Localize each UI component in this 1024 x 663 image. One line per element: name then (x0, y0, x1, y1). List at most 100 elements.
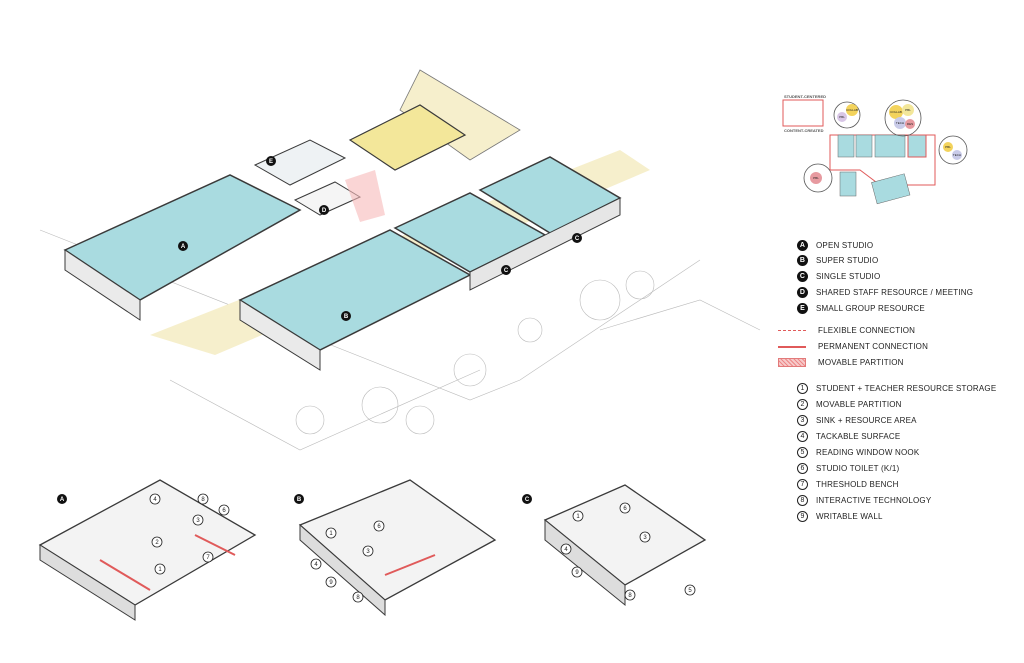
marker-a-badge: A (797, 240, 808, 251)
marker-b-text: B (344, 314, 349, 320)
feature-8-badge: 8 (797, 495, 808, 506)
legend-small-group: E SMALL GROUP RESOURCE (797, 303, 925, 314)
svg-text:5: 5 (688, 588, 692, 594)
svg-text:C: C (525, 497, 530, 503)
marker-a-text: A (181, 244, 186, 250)
legend-feature-3-label: SINK + RESOURCE AREA (816, 416, 917, 425)
svg-text:1: 1 (576, 514, 580, 520)
svg-text:9: 9 (329, 580, 333, 586)
svg-text:2: 2 (155, 540, 159, 546)
flexible-connection-swatch (778, 326, 806, 335)
svg-text:8: 8 (628, 593, 632, 599)
small-group-room (253, 139, 347, 186)
legend-feature-1-label: STUDENT + TEACHER RESOURCE STORAGE (816, 384, 997, 393)
svg-text:7: 7 (206, 555, 210, 561)
marker-c2-text: C (575, 236, 580, 242)
svg-text:PBL: PBL (905, 108, 911, 112)
marker-c-badge: C (797, 271, 808, 282)
svg-text:3: 3 (196, 518, 200, 524)
legend-movable-partition-label: MOVABLE PARTITION (818, 358, 904, 367)
svg-text:PBL: PBL (945, 145, 951, 149)
super-studio-wall (239, 299, 321, 371)
legend-staff-resource: D SHARED STAFF RESOURCE / MEETING (797, 287, 973, 298)
svg-text:RES: RES (907, 122, 913, 126)
legend-super-studio-label: SUPER STUDIO (816, 256, 879, 265)
marker-e-badge: E (797, 303, 808, 314)
marker-e-text: E (269, 159, 273, 165)
open-studio-wall (64, 249, 141, 321)
legend-feature-8: 8 INTERACTIVE TECHNOLOGY (797, 495, 931, 506)
legend-feature-9-label: WRITABLE WALL (816, 512, 883, 521)
svg-text:1: 1 (329, 531, 333, 537)
legend-feature-7-label: THRESHOLD BENCH (816, 480, 899, 489)
legend-single-studio: C SINGLE STUDIO (797, 271, 880, 282)
legend-feature-5: 5 READING WINDOW NOOK (797, 447, 919, 458)
legend-feature-2: 2 MOVABLE PARTITION (797, 399, 902, 410)
svg-text:B: B (297, 497, 302, 503)
concept-key-title-bottom: CONTENT-CREATED (784, 128, 824, 133)
small-view-b: B 1 3 4 6 8 9 (294, 479, 497, 617)
small-view-c: C 1 3 4 5 6 8 9 (522, 484, 707, 607)
feature-5-badge: 5 (797, 447, 808, 458)
feature-2-badge: 2 (797, 399, 808, 410)
legend-feature-2-label: MOVABLE PARTITION (816, 400, 902, 409)
svg-text:TECH: TECH (896, 121, 904, 125)
legend-feature-5-label: READING WINDOW NOOK (816, 448, 920, 457)
legend-flexible-connection: FLEXIBLE CONNECTION (778, 326, 915, 335)
legend-permanent-connection: PERMANENT CONNECTION (778, 342, 928, 351)
feature-9-badge: 9 (797, 511, 808, 522)
permanent-connection-glow (345, 170, 385, 222)
permanent-connection-swatch (778, 342, 806, 351)
svg-text:8: 8 (356, 595, 360, 601)
svg-text:4: 4 (153, 497, 157, 503)
legend-feature-6-label: STUDIO TOILET (K/1) (816, 464, 900, 473)
stair-area (399, 69, 521, 161)
svg-text:PBL: PBL (839, 115, 845, 119)
svg-text:4: 4 (314, 562, 318, 568)
marker-b-badge: B (797, 255, 808, 266)
legend-feature-4: 4 TACKABLE SURFACE (797, 431, 900, 442)
svg-text:PBL: PBL (813, 176, 819, 180)
legend-open-studio: A OPEN STUDIO (797, 240, 873, 251)
legend-feature-7: 7 THRESHOLD BENCH (797, 479, 899, 490)
concept-key-diagram: COLLAB PBL PBL RES COLLAB PBL TECH PBL T… (782, 99, 968, 205)
legend-open-studio-label: OPEN STUDIO (816, 241, 874, 250)
feature-4-badge: 4 (797, 431, 808, 442)
movable-partition-swatch (778, 358, 806, 367)
resource-room-floor (348, 104, 467, 171)
legend-feature-1: 1 STUDENT + TEACHER RESOURCE STORAGE (797, 383, 996, 394)
legend-feature-9: 9 WRITABLE WALL (797, 511, 883, 522)
legend-movable-partition: MOVABLE PARTITION (778, 358, 904, 367)
feature-6-badge: 6 (797, 463, 808, 474)
small-view-a: A 1 2 3 4 6 7 8 (38, 479, 257, 621)
feature-7-badge: 7 (797, 479, 808, 490)
svg-text:A: A (60, 497, 65, 503)
legend-feature-4-label: TACKABLE SURFACE (816, 432, 901, 441)
svg-text:1: 1 (158, 567, 162, 573)
legend-super-studio: B SUPER STUDIO (797, 255, 878, 266)
svg-text:COLLAB: COLLAB (890, 110, 902, 114)
legend-feature-6: 6 STUDIO TOILET (K/1) (797, 463, 899, 474)
marker-d-text: D (322, 208, 327, 214)
svg-text:3: 3 (366, 549, 370, 555)
svg-text:6: 6 (623, 506, 627, 512)
svg-text:6: 6 (377, 524, 381, 530)
legend-permanent-connection-label: PERMANENT CONNECTION (818, 342, 929, 351)
marker-c1-text: C (504, 268, 509, 274)
svg-text:8: 8 (201, 497, 205, 503)
svg-text:COLLAB: COLLAB (846, 108, 858, 112)
svg-text:9: 9 (575, 570, 579, 576)
legend-staff-resource-label: SHARED STAFF RESOURCE / MEETING (816, 288, 974, 297)
legend-small-group-label: SMALL GROUP RESOURCE (816, 304, 925, 313)
svg-text:3: 3 (643, 535, 647, 541)
svg-text:6: 6 (222, 508, 226, 514)
legend-feature-8-label: INTERACTIVE TECHNOLOGY (816, 496, 932, 505)
feature-3-badge: 3 (797, 415, 808, 426)
concept-key-title-top: STUDENT-CENTERED (784, 94, 827, 99)
marker-d-badge: D (797, 287, 808, 298)
svg-text:TECH: TECH (953, 153, 961, 157)
feature-1-badge: 1 (797, 383, 808, 394)
plan-markers: A B C C D E (178, 156, 582, 321)
legend-single-studio-label: SINGLE STUDIO (816, 272, 881, 281)
